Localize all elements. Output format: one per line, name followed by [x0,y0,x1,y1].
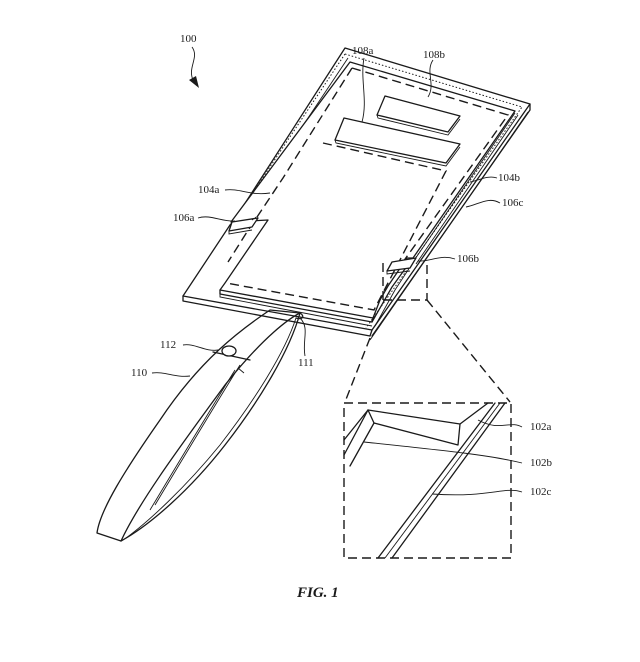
label-108a: 108a [352,45,374,57]
label-106a: 106a [173,212,195,224]
card-body [182,47,531,341]
leader-lines [151,57,523,496]
label-106c: 106c [502,197,524,209]
label-108b: 108b [423,49,446,61]
label-100: 100 [180,33,197,45]
label-106b: 106b [457,253,480,265]
label-104a: 104a [198,184,220,196]
detail-callout-box [344,260,511,403]
label-102b: 102b [530,457,553,469]
label-104b: 104b [498,172,521,184]
detail-view [343,402,512,559]
strap [96,309,304,542]
reference-labels: 100 108a 108b 104a 104b 106a 106c 106b 1… [131,33,553,498]
label-110: 110 [131,367,148,379]
label-112: 112 [160,339,176,351]
label-102a: 102a [530,421,552,433]
label-111: 111 [298,357,314,369]
label-102c: 102c [530,486,552,498]
assembly-arrow-icon [189,46,199,88]
figure-caption: FIG. 1 [296,585,339,601]
